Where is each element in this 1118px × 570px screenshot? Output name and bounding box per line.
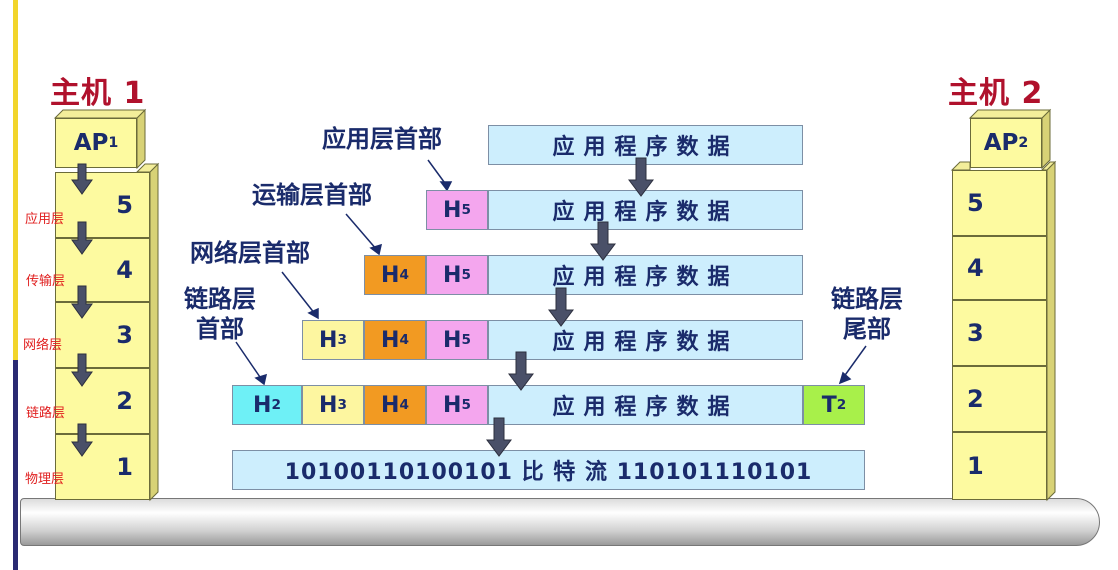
row5-h4-sub: 4: [399, 397, 409, 413]
link-header-label: 链路层 首部: [180, 284, 260, 344]
down-arrow-icon: [548, 287, 574, 327]
host2-layer-3: 3: [952, 300, 1047, 366]
row5-data: 应用程序数据: [488, 385, 803, 425]
transport-header-label: 运输层首部: [252, 181, 372, 209]
link-trailer-line1: 链路层: [831, 285, 903, 313]
row2-h5-label: H: [443, 197, 462, 223]
host2-title: 主机 2: [948, 76, 1044, 111]
row5-t2-sub: 2: [836, 397, 847, 413]
row5-h5-sub: 5: [461, 397, 471, 413]
down-arrow-icon: [628, 157, 654, 197]
row5-h3-label: H: [319, 392, 338, 418]
host2-ap-label: AP: [983, 130, 1019, 156]
host1-layer-1: 1: [55, 434, 150, 500]
link-header-line2: 首部: [196, 315, 244, 343]
host1-layer-1-label: 1: [116, 453, 133, 481]
host1-ap-label: AP: [73, 130, 109, 156]
row3-h5-sub: 5: [461, 267, 471, 283]
layer-name-link: 链路层: [26, 406, 66, 421]
network-header-label: 网络层首部: [190, 239, 310, 267]
host1-layer-4-label: 4: [116, 256, 133, 284]
row5-h2-label: H: [253, 392, 272, 418]
host2-layer-1: 1: [952, 432, 1047, 500]
row5-h5-label: H: [443, 392, 462, 418]
down-arrow-icon: [71, 423, 93, 457]
row4-h4-label: H: [381, 327, 400, 353]
bitstream-row: 10100110100101 比 特 流 110101110101: [232, 450, 865, 490]
host2-layer-4-label: 4: [967, 254, 984, 282]
row2-h5-sub: 5: [461, 202, 471, 218]
down-arrow-icon: [486, 417, 512, 457]
down-arrow-icon: [71, 353, 93, 387]
row3-h4-sub: 4: [399, 267, 409, 283]
layer-name-network: 网络层: [23, 338, 63, 353]
row4-h4-sub: 4: [399, 332, 409, 348]
host1-layer-2-label: 2: [116, 387, 133, 415]
host2-layer-2-label: 2: [967, 385, 984, 413]
host2-layer-1-label: 1: [967, 452, 984, 480]
row5-h2-sub: 2: [271, 397, 281, 413]
row4-h5-sub: 5: [461, 332, 471, 348]
layer-name-physical: 物理层: [25, 472, 65, 487]
row4-h5-label: H: [443, 327, 462, 353]
host2-layer-5: 5: [952, 170, 1047, 236]
transmission-medium: [20, 498, 1100, 546]
host1-layer-3-label: 3: [116, 321, 133, 349]
down-arrow-icon: [71, 163, 93, 195]
row5-t2-label: T: [821, 392, 837, 418]
host2-layer-5-label: 5: [967, 189, 984, 217]
layer-name-application: 应用层: [25, 212, 65, 227]
down-arrow-icon: [71, 221, 93, 255]
host2-ap-sub: 2: [1018, 135, 1029, 151]
host2-layer-3-label: 3: [967, 319, 984, 347]
accent-bar-top: [13, 0, 18, 360]
down-arrow-icon: [508, 351, 534, 391]
accent-bar-bottom: [13, 360, 18, 570]
row2-data: 应用程序数据: [488, 190, 803, 230]
host1-layer-3: 3: [55, 302, 150, 368]
row3-h5-label: H: [443, 262, 462, 288]
row4-data: 应用程序数据: [488, 320, 803, 360]
host1-layer-5-label: 5: [116, 191, 133, 219]
host2-layer-4: 4: [952, 236, 1047, 300]
host1-layer-4: 4: [55, 238, 150, 302]
row4-h3-sub: 3: [337, 332, 347, 348]
row3-h4-label: H: [381, 262, 400, 288]
row5-h3-sub: 3: [337, 397, 347, 413]
link-header-line1: 链路层: [184, 285, 256, 313]
host1-ap-sub: 1: [108, 135, 119, 151]
link-trailer-label: 链路层 尾部: [825, 284, 909, 344]
down-arrow-icon: [590, 221, 616, 261]
host2-layer-2: 2: [952, 366, 1047, 432]
host1-layer-5: 5: [55, 172, 150, 238]
host1-layer-2: 2: [55, 368, 150, 434]
row5-h4-label: H: [381, 392, 400, 418]
app-header-label: 应用层首部: [322, 125, 442, 153]
host1-title: 主机 1: [50, 76, 146, 111]
down-arrow-icon: [71, 285, 93, 319]
row3-data: 应用程序数据: [488, 255, 803, 295]
link-trailer-line2: 尾部: [843, 315, 891, 343]
layer-name-transport: 传输层: [26, 274, 66, 289]
row4-h3-label: H: [319, 327, 338, 353]
